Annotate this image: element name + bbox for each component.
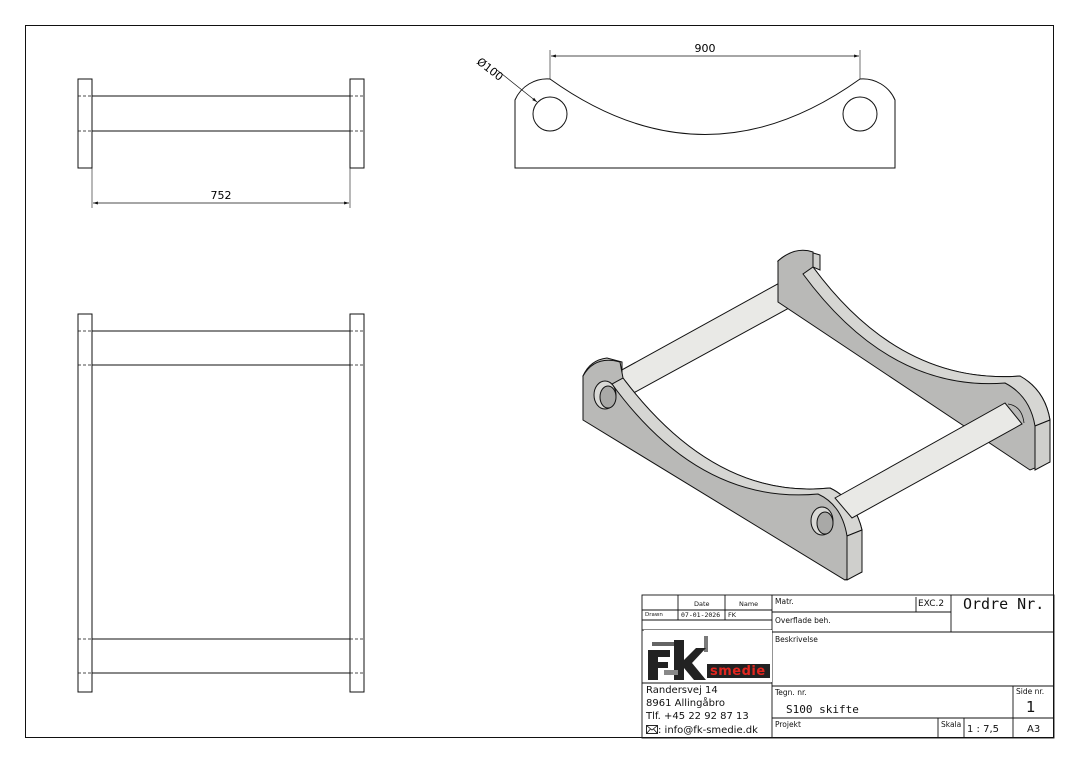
drawing-frame	[25, 25, 1054, 738]
order-number-label: Ordre Nr.	[963, 595, 1045, 613]
surface-treatment-label: Overflade beh.	[775, 616, 831, 625]
logo-text: smedie	[710, 664, 766, 679]
drawing-number-value: S100 skifte	[786, 703, 859, 716]
mail-icon	[646, 725, 658, 734]
iso-plate-back	[776, 249, 1051, 471]
dimension-752: 752	[211, 189, 232, 202]
email-address: : info@fk-smedie.dk	[658, 725, 758, 736]
scale-label: Skala	[941, 720, 962, 729]
paper-format: A3	[1027, 724, 1041, 735]
dimension-diameter: Ø100	[474, 55, 505, 84]
top-view	[77, 78, 365, 208]
email-row: : info@fk-smedie.dk	[646, 725, 758, 736]
material-label: Matr.	[775, 597, 794, 606]
iso-bar-far	[599, 280, 803, 403]
isometric-view	[582, 249, 1051, 581]
title-block-grid	[641, 594, 1055, 739]
iso-plate-front	[582, 357, 863, 581]
page-number-label: Side nr.	[1016, 687, 1045, 696]
drawing-number-label: Tegn. nr.	[775, 688, 807, 697]
side-view	[496, 50, 896, 169]
exc-value: EXC.2	[918, 599, 945, 609]
dimension-900: 900	[695, 42, 716, 55]
drawn-label: Drawn	[645, 612, 663, 618]
company-logo: smedie	[644, 630, 772, 682]
iso-bar-near	[834, 402, 1025, 519]
date-header: Date	[694, 600, 710, 608]
scale-value: 1 : 7,5	[967, 724, 999, 735]
front-view	[77, 313, 365, 693]
drawn-name: FK	[728, 611, 737, 619]
project-label: Projekt	[775, 720, 801, 729]
address-line2: 8961 Allingåbro	[646, 698, 725, 709]
name-header: Name	[739, 600, 759, 608]
page-number-value: 1	[1026, 698, 1036, 716]
address-line1: Randersvej 14	[646, 685, 718, 696]
phone-number: Tlf. +45 22 92 87 13	[646, 711, 749, 722]
drawn-date: 07-01-2026	[681, 611, 721, 619]
description-label: Beskrivelse	[775, 635, 818, 644]
